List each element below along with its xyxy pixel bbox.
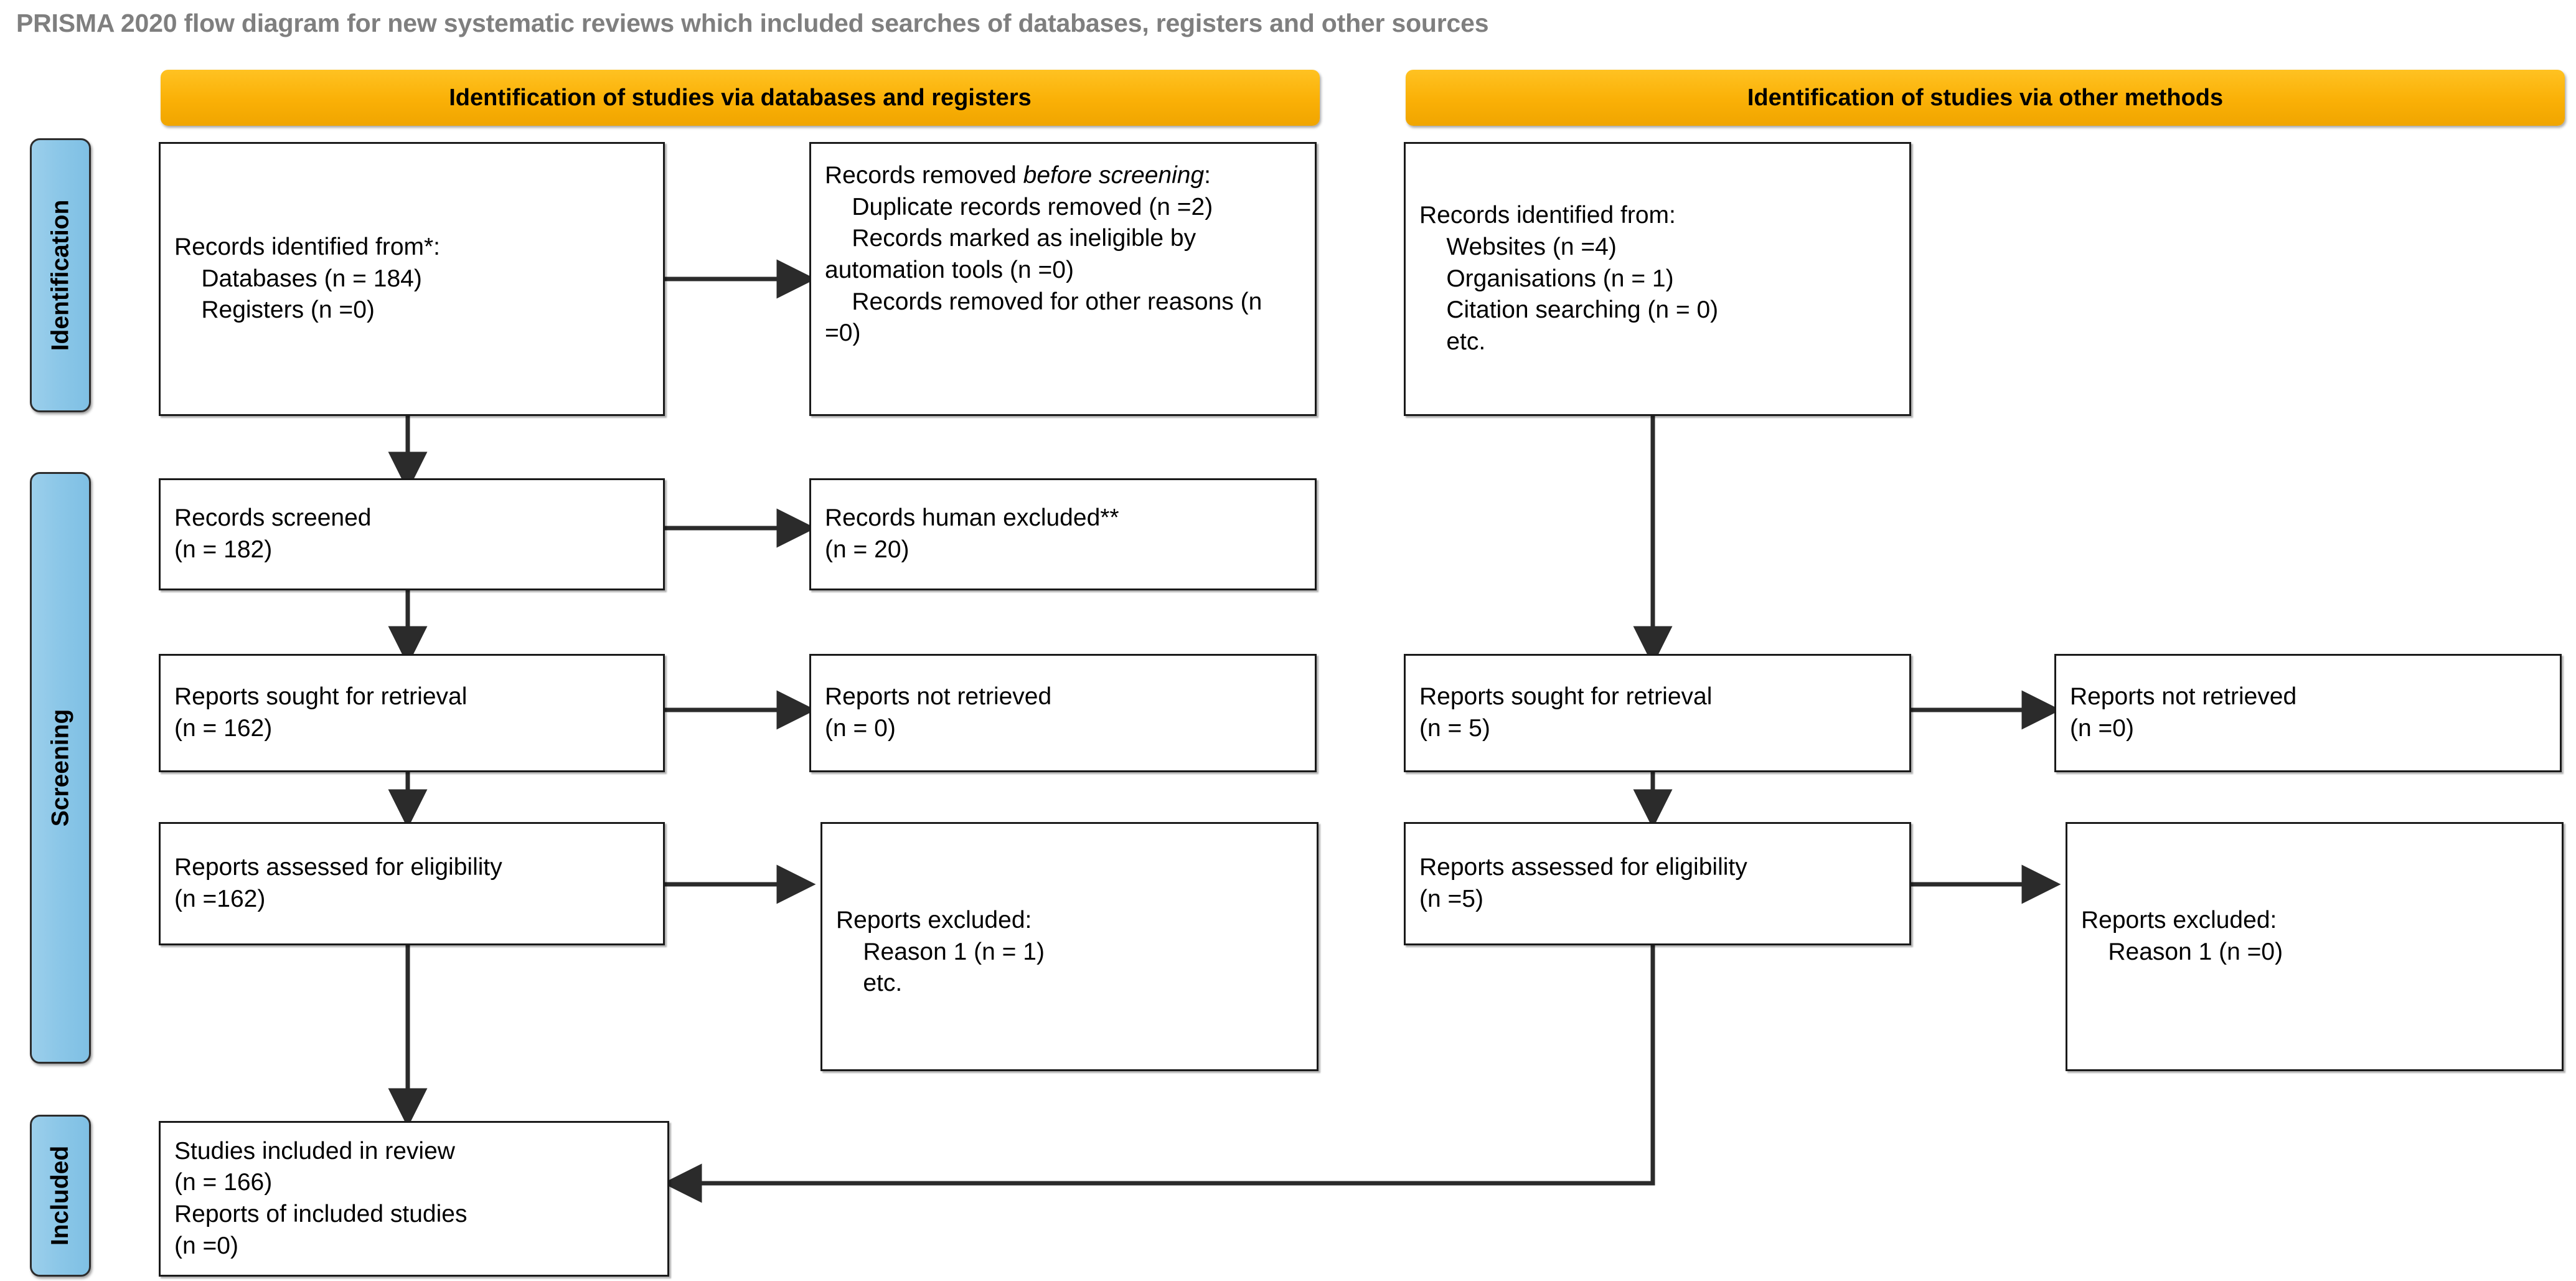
box-records-human-excluded: Records human excluded** (n = 20): [809, 478, 1317, 590]
box-text: Records identified from*: Databases (n =…: [174, 233, 441, 324]
box-reports-sought-for-retrieval-db: Reports sought for retrieval (n = 162): [159, 654, 665, 772]
box-text: Records human excluded** (n = 20): [825, 504, 1119, 563]
box-records-screened: Records screened (n = 182): [159, 478, 665, 590]
box-records-identified-databases: Records identified from*: Databases (n =…: [159, 142, 665, 416]
box-title-suffix: :: [1204, 162, 1211, 189]
page-title: PRISMA 2020 flow diagram for new systema…: [16, 9, 1489, 37]
stage-bar-label: Identification: [47, 199, 74, 351]
box-reports-assessed-for-eligibility-other: Reports assessed for eligibility (n =5): [1404, 822, 1911, 945]
column-banner-databases-registers: Identification of studies via databases …: [161, 70, 1320, 126]
box-reports-not-retrieved-db: Reports not retrieved (n = 0): [809, 654, 1317, 772]
box-text: Reports excluded: Reason 1 (n = 1) etc.: [836, 907, 1045, 997]
box-text: Reports assessed for eligibility (n =162…: [174, 854, 502, 912]
box-line-2: Records removed for other reasons (n =0): [825, 288, 1269, 347]
box-title-prefix: Records removed: [825, 162, 1023, 189]
column-banner-label: Identification of studies via databases …: [449, 84, 1032, 111]
box-text: Reports not retrieved (n = 0): [825, 683, 1052, 742]
box-reports-excluded-db: Reports excluded: Reason 1 (n = 1) etc.: [820, 822, 1319, 1071]
box-text: Reports sought for retrieval (n = 5): [1419, 683, 1713, 742]
column-banner-other-methods: Identification of studies via other meth…: [1406, 70, 2565, 126]
box-line-1: Records marked as ineligible by automati…: [825, 225, 1203, 284]
box-text: Reports sought for retrieval (n = 162): [174, 683, 468, 742]
box-text: Studies included in review (n = 166) Rep…: [174, 1137, 468, 1259]
box-text: Reports not retrieved (n =0): [2070, 683, 2297, 742]
box-text: Records identified from: Websites (n =4)…: [1419, 202, 1719, 356]
box-reports-excluded-other: Reports excluded: Reason 1 (n =0): [2066, 822, 2564, 1071]
box-studies-included-in-review: Studies included in review (n = 166) Rep…: [159, 1121, 669, 1277]
box-text: Records screened (n = 182): [174, 504, 372, 563]
box-reports-not-retrieved-other: Reports not retrieved (n =0): [2054, 654, 2562, 772]
box-records-identified-other-methods: Records identified from: Websites (n =4)…: [1404, 142, 1911, 416]
box-text: Reports excluded: Reason 1 (n =0): [2081, 907, 2283, 965]
stage-bar-label: Included: [47, 1145, 73, 1246]
column-banner-label: Identification of studies via other meth…: [1747, 84, 2224, 111]
box-records-removed-before-screening: Records removed before screening: Duplic…: [809, 142, 1317, 416]
box-reports-assessed-for-eligibility-db: Reports assessed for eligibility (n =162…: [159, 822, 665, 945]
box-title-italic: before screening: [1023, 162, 1205, 189]
box-line-0: Duplicate records removed (n =2): [852, 193, 1213, 220]
stage-bar-identification: Identification: [30, 138, 91, 412]
box-text: Reports assessed for eligibility (n =5): [1419, 854, 1747, 912]
stage-bar-label: Screening: [47, 709, 74, 827]
box-reports-sought-for-retrieval-other: Reports sought for retrieval (n = 5): [1404, 654, 1911, 772]
stage-bar-included: Included: [30, 1115, 91, 1277]
box-text: Records removed before screening: Duplic…: [811, 144, 1315, 349]
stage-bar-screening: Screening: [30, 472, 91, 1064]
